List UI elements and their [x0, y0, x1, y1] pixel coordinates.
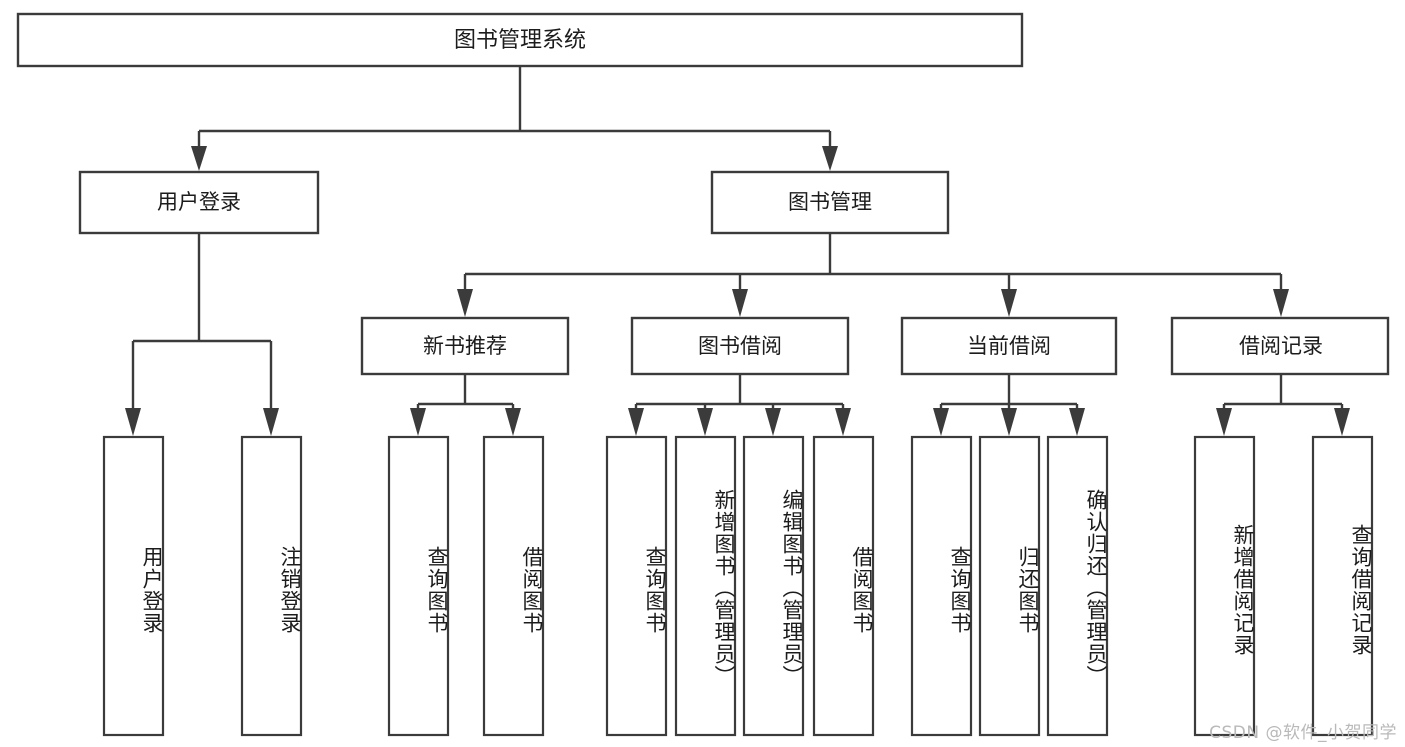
node-user-login[interactable]: 用户登录: [78, 170, 320, 235]
arrow-head-leaf-edit-book: [765, 408, 781, 436]
arrow-head-leaf-confirm-return: [1069, 408, 1085, 436]
arrow-head-leaf-add-record: [1216, 408, 1232, 436]
node-user-login-box[interactable]: [78, 170, 320, 235]
node-leaf-query-book-2-box[interactable]: [605, 435, 668, 737]
node-user-login-label: 用户登录: [157, 190, 241, 214]
node-current-borrow-box[interactable]: [900, 316, 1118, 376]
connector-group-book-manage: [457, 233, 1289, 317]
arrow-head-leaf-borrow-book-2: [835, 408, 851, 436]
node-current-borrow-label: 当前借阅: [967, 334, 1051, 358]
node-leaf-query-record-box[interactable]: [1311, 435, 1374, 737]
node-root[interactable]: 图书管理系统: [16, 12, 1024, 68]
arrow-head-leaf-user-login: [125, 408, 141, 436]
connector-group-user-login: [125, 233, 279, 436]
node-leaf-edit-book-box[interactable]: [742, 435, 805, 737]
node-book-manage-box[interactable]: [710, 170, 950, 235]
leaf-box-group: [102, 435, 1374, 737]
node-book-borrow[interactable]: 图书借阅: [630, 316, 850, 376]
node-book-manage[interactable]: 图书管理: [710, 170, 950, 235]
arrow-head-leaf-add-book: [697, 408, 713, 436]
connector-group-new-book-recommend: [410, 374, 521, 436]
arrow-head-leaf-borrow-book-1: [505, 408, 521, 436]
node-root-box[interactable]: [16, 12, 1024, 68]
node-leaf-add-book-box[interactable]: [674, 435, 737, 737]
arrow-head-new-book-recommend: [457, 289, 473, 317]
node-leaf-confirm-return-box[interactable]: [1046, 435, 1109, 737]
node-book-borrow-box[interactable]: [630, 316, 850, 376]
node-new-book-recommend-box[interactable]: [360, 316, 570, 376]
arrow-head-leaf-logout: [263, 408, 279, 436]
arrow-head-current-borrow: [1001, 289, 1017, 317]
arrow-head-leaf-query-book-1: [410, 408, 426, 436]
node-leaf-query-book-1-box[interactable]: [387, 435, 450, 737]
node-book-manage-label: 图书管理: [788, 190, 872, 214]
node-leaf-borrow-book-2-box[interactable]: [812, 435, 875, 737]
arrow-head-leaf-query-book-3: [933, 408, 949, 436]
node-leaf-borrow-book-1-box[interactable]: [482, 435, 545, 737]
connector-group-current-borrow: [933, 374, 1085, 436]
arrow-head-book-manage: [822, 146, 838, 171]
connector-group-root: [191, 66, 838, 171]
node-new-book-recommend-label: 新书推荐: [423, 334, 507, 358]
arrow-head-user-login: [191, 146, 207, 171]
node-current-borrow[interactable]: 当前借阅: [900, 316, 1118, 376]
node-borrow-record[interactable]: 借阅记录: [1170, 316, 1390, 376]
node-leaf-query-book-3-box[interactable]: [910, 435, 973, 737]
node-borrow-record-label: 借阅记录: [1239, 334, 1323, 358]
arrow-head-borrow-record: [1273, 289, 1289, 317]
arrow-head-leaf-return-book: [1001, 408, 1017, 436]
node-new-book-recommend[interactable]: 新书推荐: [360, 316, 570, 376]
arrow-head-leaf-query-record: [1334, 408, 1350, 436]
connector-group-borrow-record: [1216, 374, 1350, 436]
connector-group-book-borrow: [628, 374, 851, 436]
node-borrow-record-box[interactable]: [1170, 316, 1390, 376]
node-book-borrow-label: 图书借阅: [698, 334, 782, 358]
csdn-watermark: CSDN @软件_小贺同学: [1209, 723, 1397, 743]
node-leaf-add-record-box[interactable]: [1193, 435, 1256, 737]
arrow-head-book-borrow: [732, 289, 748, 317]
node-leaf-user-login-box[interactable]: [102, 435, 165, 737]
arrow-head-leaf-query-book-2: [628, 408, 644, 436]
node-leaf-logout-box[interactable]: [240, 435, 303, 737]
node-root-label: 图书管理系统: [454, 28, 586, 53]
node-leaf-return-book-box[interactable]: [978, 435, 1041, 737]
